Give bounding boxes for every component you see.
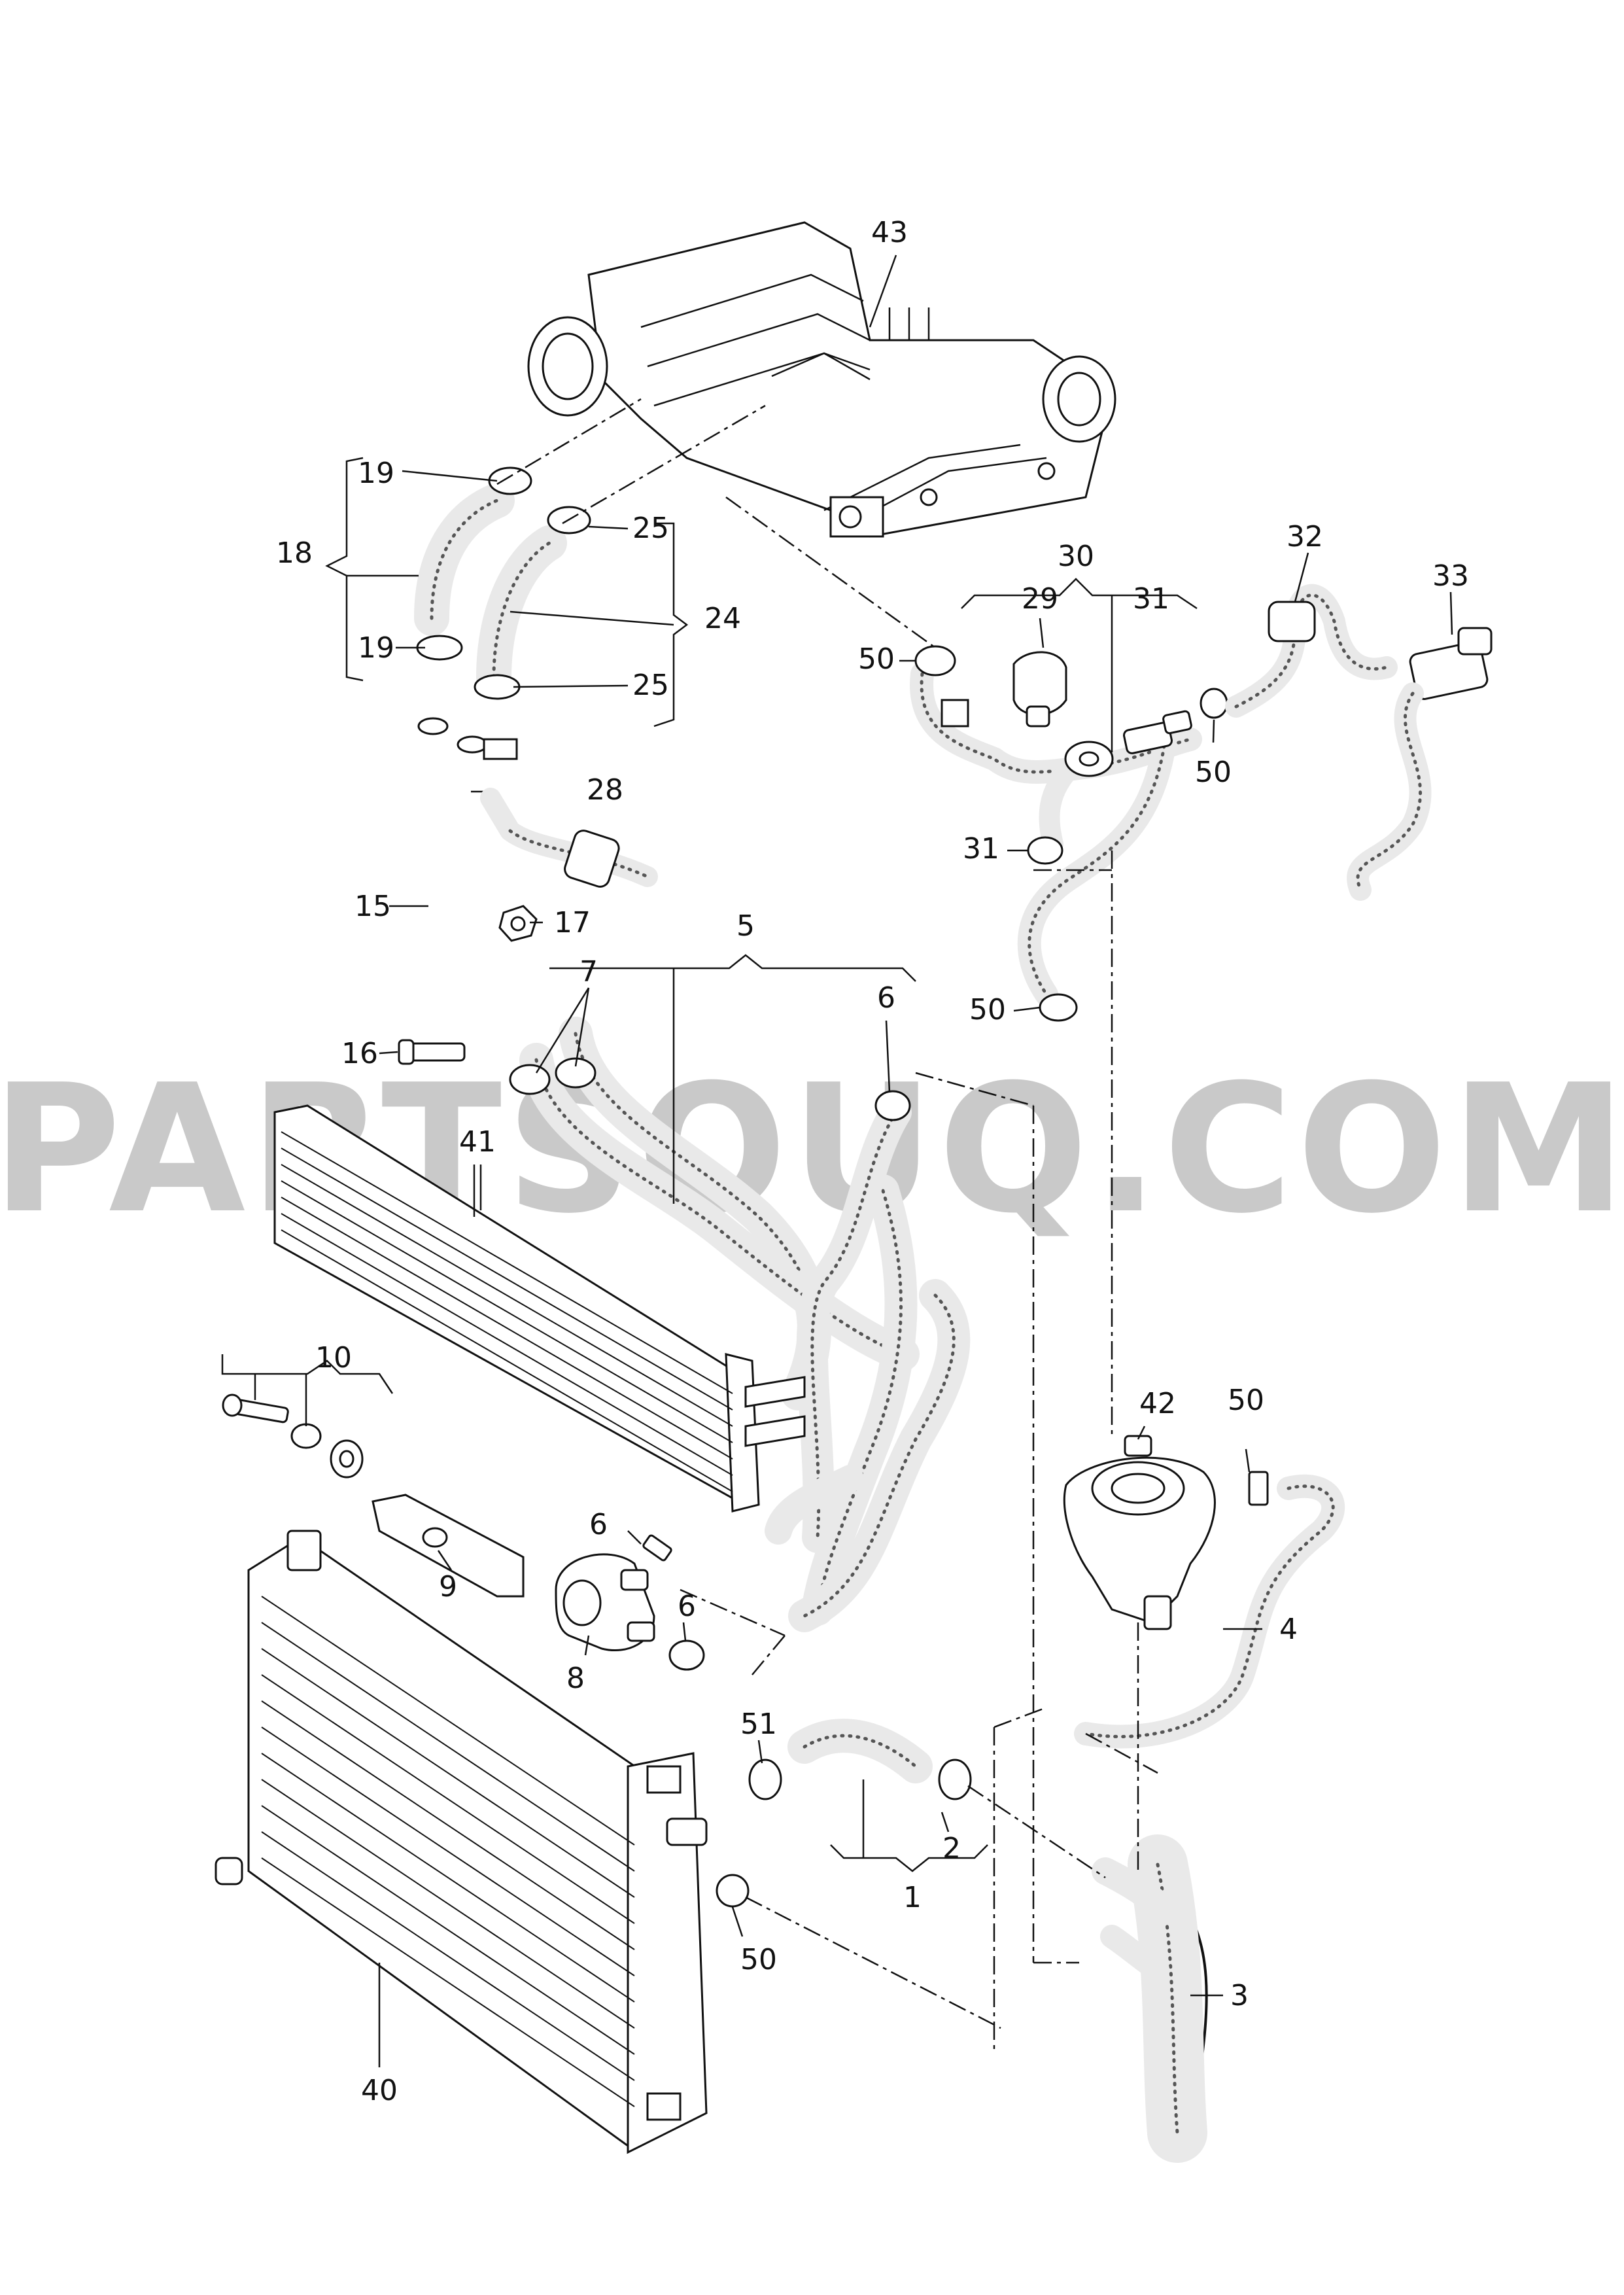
label-50-connector: 50 xyxy=(1195,756,1232,789)
coolant-pump-8[interactable] xyxy=(555,1553,655,1652)
label-19-lower: 19 xyxy=(358,631,394,665)
auxiliary-radiator-41[interactable] xyxy=(273,1104,806,1513)
bracket-9[interactable] xyxy=(371,1494,525,1598)
label-16: 16 xyxy=(341,1037,378,1070)
hose-clamp-6-pump[interactable] xyxy=(668,1639,705,1671)
label-25-upper: 25 xyxy=(632,512,669,545)
label-7: 7 xyxy=(579,955,598,989)
heater-hose-assembly-5[interactable] xyxy=(519,1017,971,1632)
hose-clamp-25-lower[interactable] xyxy=(474,674,521,700)
hose-clamp-50-tank[interactable] xyxy=(1248,1471,1269,1506)
label-18: 18 xyxy=(276,536,313,570)
coolant-hose-28[interactable] xyxy=(480,788,658,889)
leader-lines xyxy=(221,254,1453,2067)
label-50-tank: 50 xyxy=(1228,1384,1264,1417)
hose-clamp-50-assembly-top[interactable] xyxy=(914,645,956,676)
coolant-hose-1[interactable] xyxy=(787,1719,933,1783)
label-2: 2 xyxy=(942,1832,961,1865)
label-25-lower: 25 xyxy=(632,669,669,702)
label-41: 41 xyxy=(459,1125,496,1159)
label-10: 10 xyxy=(315,1341,352,1375)
expansion-tank-42[interactable] xyxy=(1063,1435,1216,1630)
label-40: 40 xyxy=(361,2074,398,2107)
label-5: 5 xyxy=(736,909,755,943)
label-6-pump: 6 xyxy=(678,1590,696,1623)
coolant-pipe-15[interactable] xyxy=(415,716,540,1057)
label-17: 17 xyxy=(554,906,591,939)
label-15: 15 xyxy=(354,890,391,923)
label-51: 51 xyxy=(740,1708,777,1741)
label-31-lower: 31 xyxy=(963,832,999,866)
label-3: 3 xyxy=(1230,1979,1249,2012)
reference-lines xyxy=(496,398,1158,2054)
coolant-hose-18[interactable] xyxy=(414,483,515,636)
label-32: 32 xyxy=(1287,520,1323,553)
label-19-upper: 19 xyxy=(358,457,394,490)
connector-33[interactable] xyxy=(1347,627,1493,901)
intake-manifold-43[interactable] xyxy=(527,221,1116,538)
label-29: 29 xyxy=(1022,582,1058,616)
label-42: 42 xyxy=(1139,1387,1176,1420)
mounting-set-10[interactable] xyxy=(222,1393,364,1479)
label-50-assembly-bottom: 50 xyxy=(969,993,1006,1026)
label-6-mid: 6 xyxy=(589,1508,608,1541)
hose-holder-29[interactable] xyxy=(1012,651,1067,727)
label-28: 28 xyxy=(587,773,623,807)
hose-clamp-31[interactable] xyxy=(1027,836,1063,865)
coolant-hose-assembly-30[interactable] xyxy=(910,662,1202,1006)
label-43: 43 xyxy=(871,216,908,249)
coolant-hose-32[interactable] xyxy=(1225,584,1398,718)
label-33: 33 xyxy=(1432,559,1469,593)
label-50-assembly-top: 50 xyxy=(858,642,895,676)
label-50-radiator: 50 xyxy=(740,1943,777,1976)
label-1: 1 xyxy=(903,1881,922,1914)
part-labels: 43 19 18 19 25 24 25 28 15 17 5 7 6 16 4… xyxy=(276,216,1469,2107)
hose-clamp-7-left[interactable] xyxy=(509,1064,551,1095)
hose-clamp-2[interactable] xyxy=(938,1759,972,1800)
coolant-hose-4[interactable] xyxy=(1074,1474,1345,1749)
label-24: 24 xyxy=(704,602,741,635)
hose-clamp-50-connector[interactable] xyxy=(1200,688,1228,719)
bolt-16[interactable] xyxy=(398,1039,466,1065)
watermark: PARTSOUQ.COM xyxy=(0,1046,1624,1252)
nut-17[interactable] xyxy=(498,905,538,942)
coolant-hose-24[interactable] xyxy=(476,525,567,695)
coolant-hose-3[interactable] xyxy=(1092,1834,1208,2163)
hose-clamp-50-radiator[interactable] xyxy=(716,1874,750,1908)
radiator-40[interactable] xyxy=(215,1530,708,2154)
hose-clamp-6-top[interactable] xyxy=(874,1090,911,1121)
label-9: 9 xyxy=(439,1570,457,1603)
label-30: 30 xyxy=(1058,540,1094,573)
label-6-top: 6 xyxy=(877,981,895,1015)
label-4: 4 xyxy=(1279,1613,1298,1646)
hose-clamp-51[interactable] xyxy=(748,1759,782,1800)
label-31-upper: 31 xyxy=(1133,582,1169,616)
hose-clamp-6-mid[interactable] xyxy=(642,1534,672,1562)
label-8: 8 xyxy=(566,1662,585,1695)
hose-clamp-50-assembly-bottom[interactable] xyxy=(1039,993,1078,1022)
hose-clamp-7-right[interactable] xyxy=(555,1057,596,1089)
